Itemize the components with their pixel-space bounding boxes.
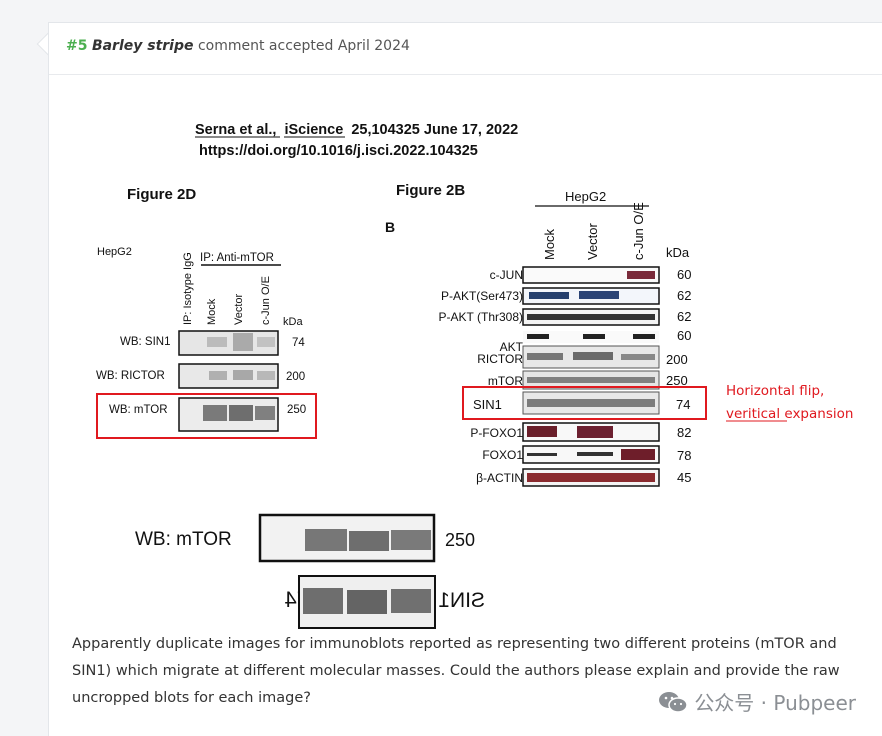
b-row-kda: 60 xyxy=(677,328,691,343)
b-blot-rows: c-JUN 60 P-AKT(Ser473) 62 P-AKT (Thr308)… xyxy=(439,266,707,487)
b-row-label: β-ACTIN xyxy=(476,471,523,485)
b-row-kda: 62 xyxy=(677,288,691,303)
b-row-label: SIN1 xyxy=(473,397,502,412)
d-row-kda: 74 xyxy=(292,337,305,349)
b-row-label: RICTOR xyxy=(477,352,523,366)
b-cell-line: HepG2 xyxy=(565,189,606,204)
citation-journal: iScience xyxy=(284,122,343,138)
panel-letter: B xyxy=(385,219,395,235)
b-row-label: c-JUN xyxy=(490,268,523,282)
b-row-label: AKT xyxy=(500,340,524,354)
b-row-kda: 45 xyxy=(677,470,691,485)
citation-volume-date: 25,104325 June 17, 2022 xyxy=(351,122,518,138)
b-row-label: P-AKT(Ser473) xyxy=(441,289,523,303)
d-cell-line: HepG2 xyxy=(97,246,132,258)
wechat-icon xyxy=(658,690,689,714)
watermark-text: 公众号 · Pubpeer xyxy=(694,691,856,715)
comment-card: #5 Barley stripe comment accepted April … xyxy=(48,22,882,736)
figure-2b-title: Figure 2B xyxy=(396,182,465,199)
citation-doi: https://doi.org/10.1016/j.isci.2022.1043… xyxy=(199,143,478,159)
d-lane-mock: Mock xyxy=(206,298,218,325)
b-lane-cjun: c-Jun O/E xyxy=(631,202,646,260)
b-row-label: mTOR xyxy=(488,374,523,388)
d-lane-vector: Vector xyxy=(233,293,245,325)
d-row-label: WB: RICTOR xyxy=(96,370,165,382)
zoom-label-mtor: WB: mTOR xyxy=(135,529,232,550)
b-row-label: P-AKT (Thr308) xyxy=(439,310,523,324)
d-ip-antimtor: IP: Anti-mTOR xyxy=(200,252,274,264)
d-row-label: WB: mTOR xyxy=(109,404,168,416)
d-row-kda: 250 xyxy=(287,404,306,416)
b-row-kda: 74 xyxy=(676,397,690,412)
d-kda-header: kDa xyxy=(283,316,303,328)
b-lane-mock: Mock xyxy=(542,228,557,260)
b-row-kda: 60 xyxy=(677,267,691,282)
b-row-kda: 82 xyxy=(677,425,691,440)
d-lane-cjun: c-Jun O/E xyxy=(260,276,272,325)
comment-body: Apparently duplicate images for immunobl… xyxy=(72,636,840,706)
b-row-kda: 62 xyxy=(677,309,691,324)
d-row-label: WB: SIN1 xyxy=(120,336,170,348)
b-row-label: FOXO1 xyxy=(482,448,523,462)
d-row-kda: 200 xyxy=(286,371,305,383)
annotation-line2: veritical expansion xyxy=(726,406,853,422)
b-row-kda: 200 xyxy=(666,352,688,367)
comment-number-link[interactable]: #5 xyxy=(66,38,88,54)
b-row-kda: 78 xyxy=(677,448,691,463)
svg-text:Serna et al., iScience: Serna et al., iScience 25,104325 June 17… xyxy=(195,122,518,138)
citation-author: Serna et al., xyxy=(195,122,276,138)
zoom-label-sin1-mirrored: SIN1 xyxy=(438,589,485,612)
b-lane-vector: Vector xyxy=(585,222,600,260)
annotation-line1: Horizontal flip, xyxy=(726,383,824,399)
b-kda-header: kDa xyxy=(666,245,690,260)
comment-header: #5 Barley stripe comment accepted April … xyxy=(49,23,882,75)
watermark: 公众号 · Pubpeer xyxy=(658,687,856,716)
b-row-label: P-FOXO1 xyxy=(470,426,523,440)
comment-status: comment accepted April 2024 xyxy=(197,38,410,54)
comment-figure: Serna et al., iScience 25,104325 June 17… xyxy=(49,75,882,635)
figure-2d-title: Figure 2D xyxy=(127,186,196,203)
zoom-kda-mtor: 250 xyxy=(445,530,475,550)
b-row-kda: 250 xyxy=(666,373,688,388)
d-lane-isotype: IP: Isotype IgG xyxy=(182,252,194,325)
commenter-name[interactable]: Barley stripe xyxy=(91,38,194,54)
